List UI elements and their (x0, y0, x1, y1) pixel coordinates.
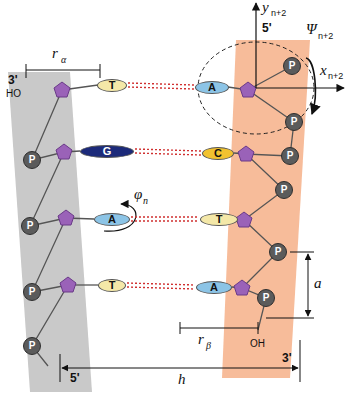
base-plate-g: G (80, 145, 134, 158)
axis-name: x (320, 63, 327, 78)
prime-label: 5' (70, 372, 80, 384)
phosphate-circle: P (23, 151, 41, 169)
phosphate-circle: P (285, 113, 303, 131)
r-alpha-dimension (26, 64, 100, 78)
angle-symbol: φ (134, 187, 142, 202)
phosphate-circle: P (21, 217, 39, 235)
phosphate-circle: P (257, 289, 275, 307)
dimension-symbol: h (178, 372, 186, 387)
axis-subscript: n+2 (271, 9, 286, 18)
dimension-subscript: β (206, 341, 211, 351)
base-letter: T (109, 280, 116, 291)
phosphate-circle: P (275, 181, 293, 199)
dimension-symbol: a (314, 276, 322, 291)
r-beta-dimension (180, 322, 258, 334)
sugar-pentagons (54, 82, 256, 295)
hydrogen-bond (131, 217, 199, 221)
end-group: HO (6, 89, 21, 99)
dimension-symbol: r (52, 46, 58, 61)
left-strand-band (8, 72, 92, 392)
phosphate-circle: P (23, 337, 41, 355)
base-letter: G (103, 146, 112, 157)
phosphate-label: P (289, 61, 296, 71)
phosphate-label: P (281, 185, 288, 195)
base-plate-t: T (98, 279, 126, 292)
phosphate-label: P (29, 341, 36, 351)
base-stems (62, 85, 248, 288)
base-letter: C (214, 148, 222, 159)
base-letter: T (109, 80, 116, 91)
base-plate-c: C (202, 147, 234, 160)
base-letter: T (216, 214, 223, 225)
phosphate-label: P (287, 151, 294, 161)
psi-rotation-arrow (306, 58, 315, 114)
phosphate-label: P (275, 247, 282, 257)
angle-subscript: n (143, 196, 148, 206)
dimension-symbol: r (198, 332, 204, 347)
phosphate-circle: P (23, 283, 41, 301)
phosphate-label: P (263, 293, 270, 303)
base-letter: A (208, 82, 216, 93)
hydrogen-bond (127, 283, 195, 289)
hydrogen-bond (135, 149, 201, 155)
prime-label: 3' (282, 352, 292, 364)
base-plate-t: T (97, 79, 127, 92)
phosphate-circle: P (283, 57, 301, 75)
end-group: OH (250, 339, 265, 349)
base-plate-a: A (94, 213, 130, 226)
phosphate-circle: P (269, 243, 287, 261)
phosphate-label: P (291, 117, 298, 127)
prime-label: 5' (262, 22, 272, 34)
prime-label: 3' (8, 74, 18, 86)
right-strand-band (222, 40, 310, 378)
phosphate-label: P (29, 287, 36, 297)
base-plate-a: A (195, 81, 229, 94)
base-plate-t: T (200, 213, 238, 226)
angle-subscript: n+2 (318, 32, 333, 41)
axis-name: y (262, 0, 269, 15)
phosphate-label: P (29, 155, 36, 165)
axis-subscript: n+2 (328, 72, 343, 81)
phosphate-label: P (27, 221, 34, 231)
base-letter: A (108, 214, 116, 225)
dimension-subscript: α (61, 55, 66, 65)
base-plate-a: A (196, 281, 232, 294)
angle-symbol: Ψ (306, 22, 317, 37)
y-axis (255, 3, 256, 88)
x-axis (256, 87, 344, 88)
right-backbone (242, 66, 294, 330)
a-dimension (266, 252, 314, 318)
base-letter: A (210, 282, 218, 293)
hydrogen-bond (128, 83, 194, 89)
phosphate-circle: P (281, 147, 299, 165)
